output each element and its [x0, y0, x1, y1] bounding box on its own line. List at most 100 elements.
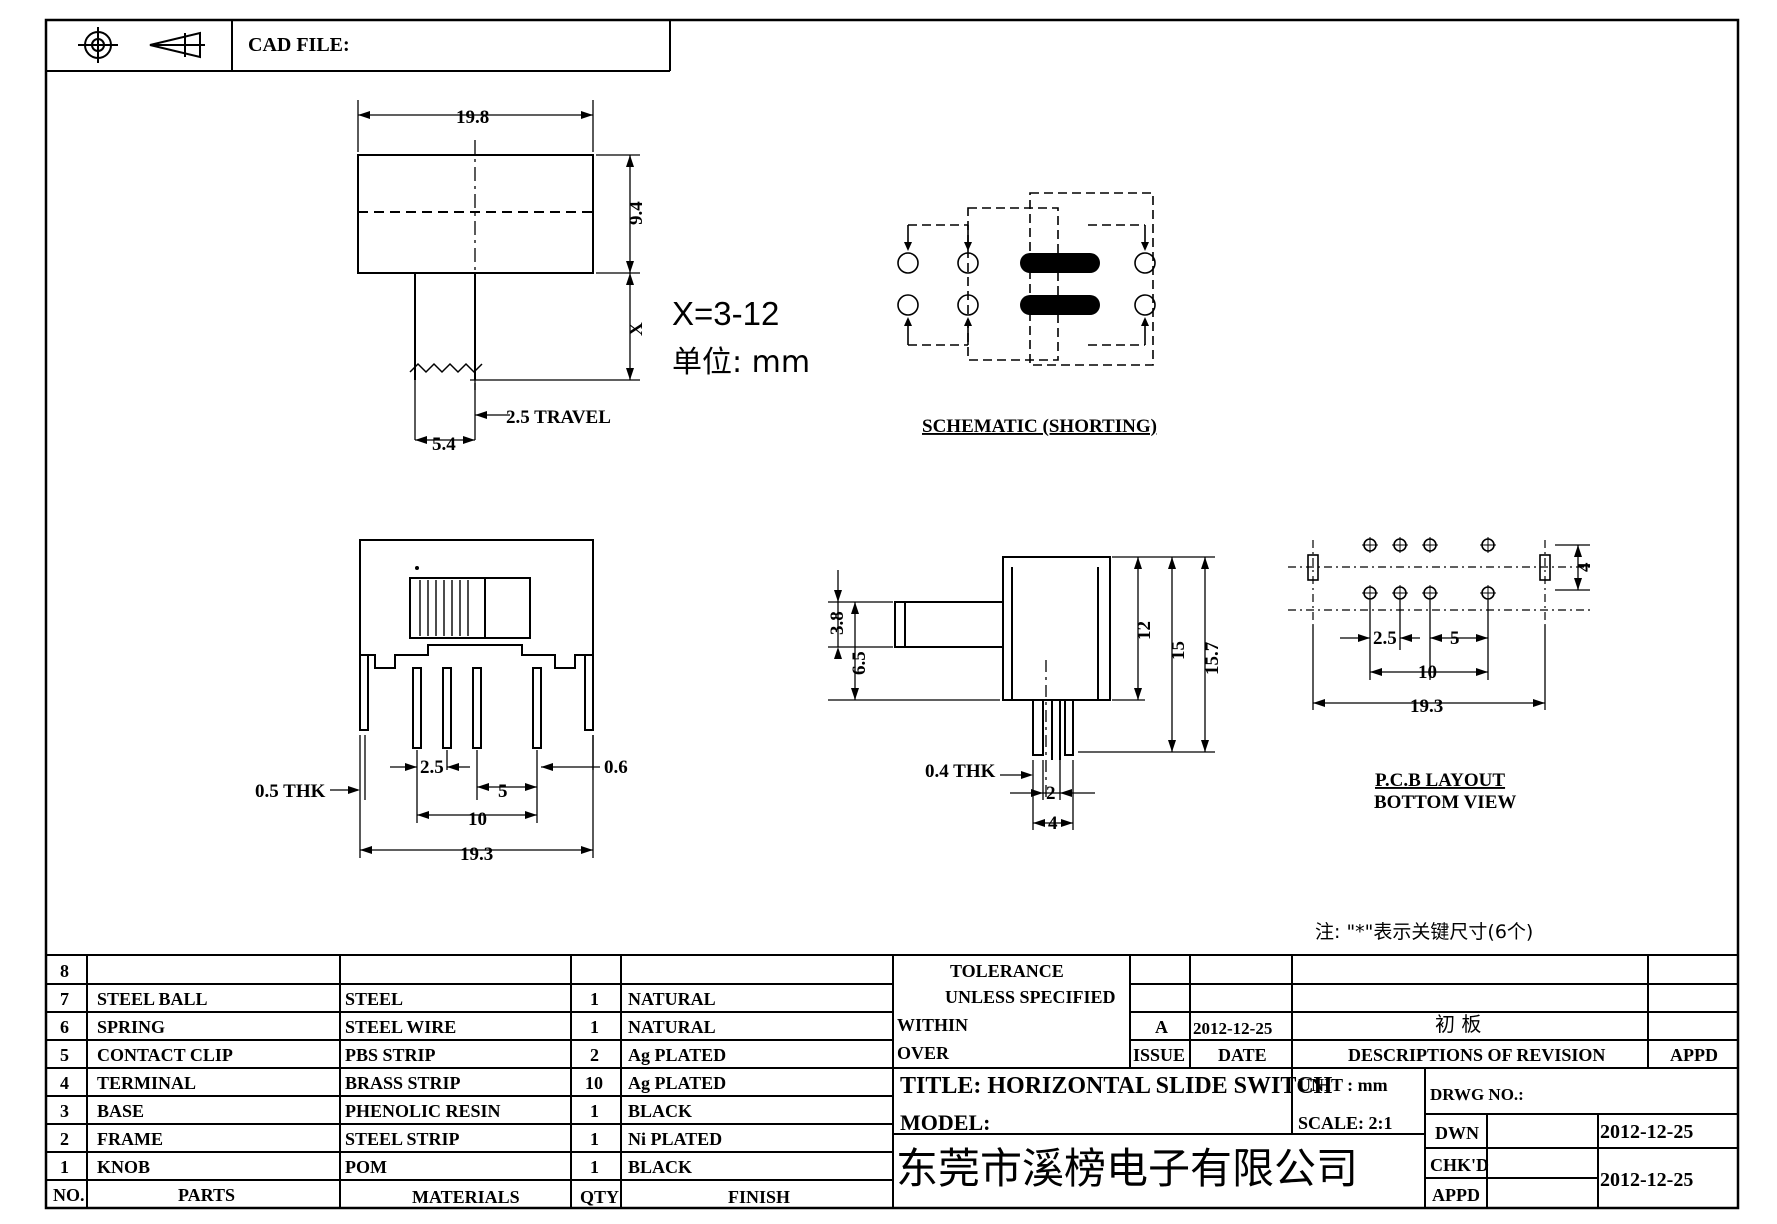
dim-side-pin-gap: 2	[1046, 783, 1056, 804]
bom-finish: BLACK	[628, 1101, 693, 1121]
bom-material: POM	[345, 1157, 387, 1177]
bom-part: TERMINAL	[97, 1073, 197, 1093]
bom-finish: Ni PLATED	[628, 1129, 723, 1149]
appd2-label: APPD	[1432, 1185, 1480, 1205]
pcb-layout	[1288, 537, 1592, 710]
title-block-grid	[46, 954, 1738, 1209]
unit-label: UNIT : mm	[1298, 1075, 1388, 1095]
bom-material: STEEL	[345, 989, 404, 1009]
unit-note-text: 单位: mm	[672, 345, 810, 380]
over-label: OVER	[897, 1043, 950, 1063]
issue-label: ISSUE	[1133, 1045, 1186, 1065]
schematic-caption: SCHEMATIC (SHORTING)	[922, 416, 1157, 437]
key-dimension-note: 注: "*"表示关键尺寸(6个)	[1315, 921, 1533, 943]
dim-side-h3: 15.7	[1202, 641, 1223, 675]
bom-header-finish: FINISH	[728, 1187, 791, 1207]
bom-no: 8	[60, 961, 69, 981]
bom-part: STEEL BALL	[97, 989, 208, 1009]
within-label: WITHIN	[897, 1015, 969, 1035]
bom-no: 4	[60, 1073, 69, 1093]
bom-header-part: PARTS	[178, 1185, 236, 1205]
dim-pcb-height: 4	[1574, 562, 1595, 572]
dim-knob-width: 5.4	[432, 434, 456, 455]
revision-date: 2012-12-25	[1193, 1019, 1273, 1038]
dim-pin-width: 0.6	[604, 757, 628, 778]
bom-no: 6	[60, 1017, 69, 1037]
dim-side-knob-pos: 6.5	[849, 651, 870, 675]
appd-label: APPD	[1670, 1045, 1718, 1065]
bom-finish: Ag PLATED	[628, 1073, 727, 1093]
projection-symbol-icon	[78, 27, 205, 63]
dim-side-thk: 0.4 THK	[925, 761, 996, 782]
bom-finish: NATURAL	[628, 1017, 716, 1037]
bom-no: 1	[60, 1157, 69, 1177]
dim-pcb-pitch-small: 2.5	[1373, 628, 1397, 649]
revision-text: 初 板	[1435, 1012, 1482, 1036]
bom-material: PBS STRIP	[345, 1045, 436, 1065]
bom-header-no: NO.	[53, 1185, 85, 1205]
pcb-layout-caption: P.C.B LAYOUT	[1375, 770, 1505, 791]
bom-material: BRASS STRIP	[345, 1073, 461, 1093]
bom-material: PHENOLIC RESIN	[345, 1101, 501, 1121]
bom-qty: 10	[585, 1073, 603, 1093]
unless-specified-label: UNLESS SPECIFIED	[945, 987, 1116, 1007]
bottom-view-caption: BOTTOM VIEW	[1374, 792, 1516, 813]
bom-no: 3	[60, 1101, 69, 1121]
x-range-text: X=3-12	[672, 295, 779, 332]
bom-part: BASE	[97, 1101, 145, 1121]
bom-material: STEEL WIRE	[345, 1017, 457, 1037]
dwn-label: DWN	[1435, 1123, 1479, 1143]
chkd-label: CHK'D	[1430, 1155, 1490, 1175]
dim-body-width: 19.3	[460, 844, 493, 865]
company-name: 东莞市溪榜电子有限公司	[896, 1144, 1359, 1193]
bom-no: 2	[60, 1129, 69, 1149]
bom-part: KNOB	[97, 1157, 151, 1177]
dwn-date: 2012-12-25	[1600, 1121, 1694, 1143]
bom-header-material: MATERIALS	[412, 1187, 520, 1207]
bom-qty: 2	[590, 1045, 599, 1065]
chk-date: 2012-12-25	[1600, 1169, 1694, 1191]
model-label: MODEL:	[900, 1110, 991, 1135]
scale-label: SCALE: 2:1	[1298, 1113, 1393, 1133]
bom-material: STEEL STRIP	[345, 1129, 460, 1149]
bom-qty: 1	[590, 989, 599, 1009]
bom-finish: Ag PLATED	[628, 1045, 727, 1065]
bom-qty: 1	[590, 1157, 599, 1177]
bom-no: 5	[60, 1045, 69, 1065]
side-view	[828, 556, 1215, 830]
cad-file-label: CAD FILE:	[248, 34, 350, 56]
drawing-title: TITLE: HORIZONTAL SLIDE SWITCH	[900, 1073, 1333, 1099]
drwg-no-label: DRWG NO.:	[1430, 1085, 1524, 1104]
bom-qty: 1	[590, 1101, 599, 1121]
tolerance-label: TOLERANCE	[950, 961, 1064, 981]
dim-top-height: 9.4	[626, 201, 647, 225]
dim-top-x: X	[626, 322, 647, 336]
dim-top-width: 19.8	[456, 107, 489, 128]
dim-pcb-span: 10	[1418, 662, 1437, 683]
date-label: DATE	[1218, 1045, 1267, 1065]
bom-finish: NATURAL	[628, 989, 716, 1009]
dim-side-knob-h: 3.8	[827, 611, 848, 635]
bom-part: CONTACT CLIP	[97, 1045, 233, 1065]
bom-qty: 1	[590, 1017, 599, 1037]
dim-side-h2: 15	[1168, 641, 1189, 660]
dim-pcb-width: 19.3	[1410, 696, 1443, 717]
dim-pin-span: 10	[468, 809, 487, 830]
dim-pcb-pitch-large: 5	[1450, 628, 1460, 649]
description-label: DESCRIPTIONS OF REVISION	[1348, 1045, 1606, 1065]
dim-side-pin-span: 4	[1048, 813, 1058, 834]
schematic-diagram	[897, 192, 1156, 366]
top-view	[357, 100, 640, 441]
bom-part: FRAME	[97, 1129, 163, 1149]
bom-header-qty: QTY	[580, 1187, 620, 1207]
dim-travel: 2.5 TRAVEL	[506, 407, 611, 428]
dim-pitch-small: 2.5	[420, 757, 444, 778]
dim-pitch-large: 5	[498, 781, 508, 802]
front-view	[330, 539, 600, 858]
bom-part: SPRING	[97, 1017, 166, 1037]
dim-front-thk: 0.5 THK	[255, 781, 326, 802]
dim-side-h1: 12	[1134, 621, 1155, 640]
bom-no: 7	[60, 989, 69, 1009]
bom-finish: BLACK	[628, 1157, 693, 1177]
